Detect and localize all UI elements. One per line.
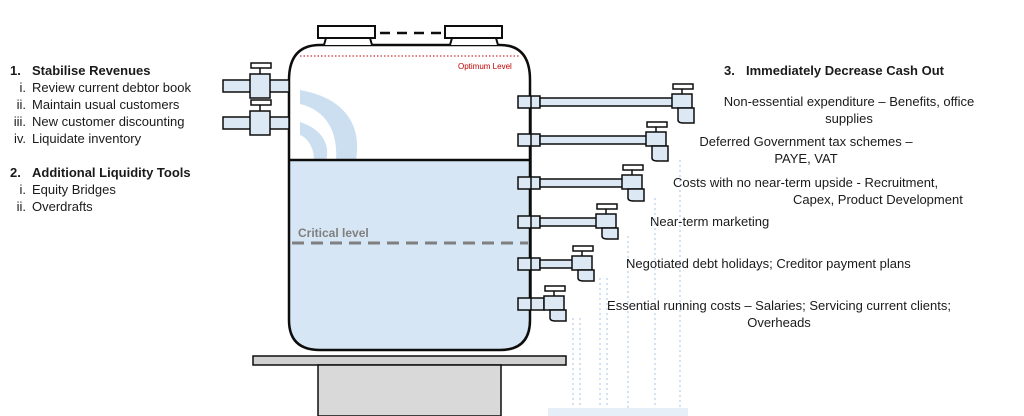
outflow-tap-1 <box>517 83 695 124</box>
tank-body <box>287 43 532 352</box>
outflow-label-4: Near-term marketing <box>650 214 770 229</box>
section3-number: 3. <box>724 63 735 78</box>
critical-level-label: Critical level <box>298 226 369 240</box>
outflow-label-2: Deferred Government tax schemes – PAYE, … <box>699 134 913 166</box>
outflow-tap-5 <box>517 245 595 282</box>
tank-stand-base <box>317 364 502 416</box>
tank-neck-right <box>449 37 499 46</box>
inflow-tap-2 <box>222 99 290 136</box>
list-item: iii.New customer discounting <box>13 114 185 129</box>
tank-water <box>289 160 530 350</box>
section1-heading: 1. Stabilise Revenues <box>10 62 151 79</box>
puddle <box>548 408 688 416</box>
tank-neck-left <box>323 37 373 46</box>
list-item: i.Equity Bridges <box>19 182 116 197</box>
section3-title: Immediately Decrease Cash Out <box>746 63 944 78</box>
section2-title: Additional Liquidity Tools <box>32 165 191 180</box>
inflow-stream <box>300 90 358 160</box>
tank-hatch-left <box>317 25 376 39</box>
outflow-label-5: Negotiated debt holidays; Creditor payme… <box>626 256 911 271</box>
inflow-tap-1 <box>222 62 290 99</box>
tank-hatch-right <box>444 25 503 39</box>
outflow-tap-3 <box>517 164 645 202</box>
outflow-label-3: Costs with no near-term upside - Recruit… <box>673 175 963 207</box>
outflow-tap-2 <box>517 121 669 162</box>
section2-heading: 2. Additional Liquidity Tools <box>10 164 191 181</box>
list-item: ii.Overdrafts <box>16 199 93 214</box>
section1-title: Stabilise Revenues <box>32 63 151 78</box>
outflow-label-6: Essential running costs – Salaries; Serv… <box>607 298 951 330</box>
inflow-stream <box>300 122 328 160</box>
section2-number: 2. <box>10 165 21 180</box>
optimum-level-label: Optimum Level <box>458 62 512 71</box>
tank-stand-shelf <box>252 355 567 366</box>
section1-number: 1. <box>10 63 21 78</box>
section3-heading: 3. Immediately Decrease Cash Out <box>724 62 944 79</box>
outflow-streams <box>572 160 681 416</box>
outflow-label-1: Non-essential expenditure – Benefits, of… <box>723 94 975 126</box>
outflow-tap-4 <box>517 203 619 240</box>
list-item: i.Review current debtor book <box>19 80 191 95</box>
list-item: ii.Maintain usual customers <box>16 97 180 112</box>
list-item: iv.Liquidate inventory <box>13 131 142 146</box>
